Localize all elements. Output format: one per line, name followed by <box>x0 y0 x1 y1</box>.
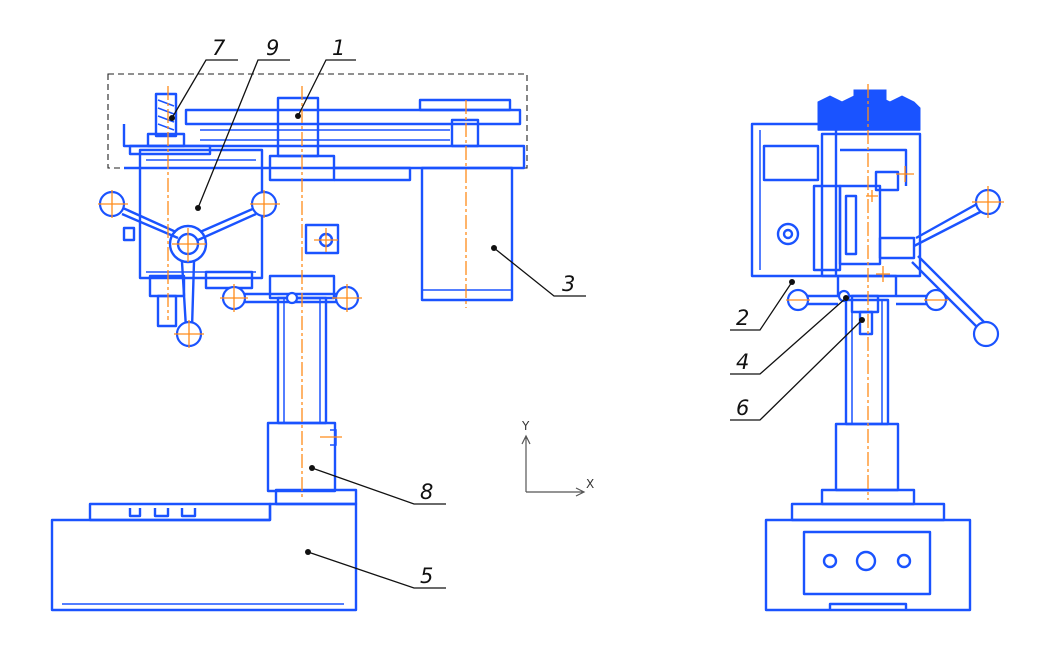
callout-5: 5 <box>305 549 446 589</box>
svg-text:9: 9 <box>266 36 279 60</box>
radial-arm <box>122 96 526 255</box>
side-feed-levers <box>911 188 1002 348</box>
svg-text:4: 4 <box>736 350 749 374</box>
svg-text:8: 8 <box>420 480 433 504</box>
callout-1: 1 <box>295 36 356 119</box>
side-base <box>764 488 972 612</box>
side-motor <box>817 89 921 135</box>
feed-handwheel <box>98 190 278 348</box>
callout-7: 7 <box>169 36 238 121</box>
callout-2: 2 <box>730 279 795 331</box>
machine-base <box>50 488 358 612</box>
callout-4: 4 <box>730 295 849 375</box>
svg-text:7: 7 <box>212 36 226 60</box>
side-head-housing <box>812 132 922 278</box>
side-spindle <box>786 274 948 336</box>
callout-6: 6 <box>730 317 865 421</box>
svg-text:2: 2 <box>736 306 749 330</box>
callouts: 7 9 1 3 8 5 <box>169 36 865 589</box>
side-view <box>750 84 1004 612</box>
axis-y-label: Y <box>521 419 530 433</box>
svg-text:3: 3 <box>562 272 575 296</box>
side-column <box>834 298 900 492</box>
electrical-cabinet <box>750 122 838 278</box>
svg-text:5: 5 <box>420 564 433 588</box>
callout-8: 8 <box>309 465 446 505</box>
svg-text:6: 6 <box>736 396 749 420</box>
front-view <box>50 73 528 612</box>
coordinate-axes: Y X <box>521 419 594 497</box>
svg-text:1: 1 <box>332 36 345 60</box>
callout-3: 3 <box>491 245 586 297</box>
callout-9: 9 <box>195 36 290 211</box>
clamp-screw <box>128 92 212 156</box>
axis-x-label: X <box>586 477 594 491</box>
motor <box>420 166 514 302</box>
